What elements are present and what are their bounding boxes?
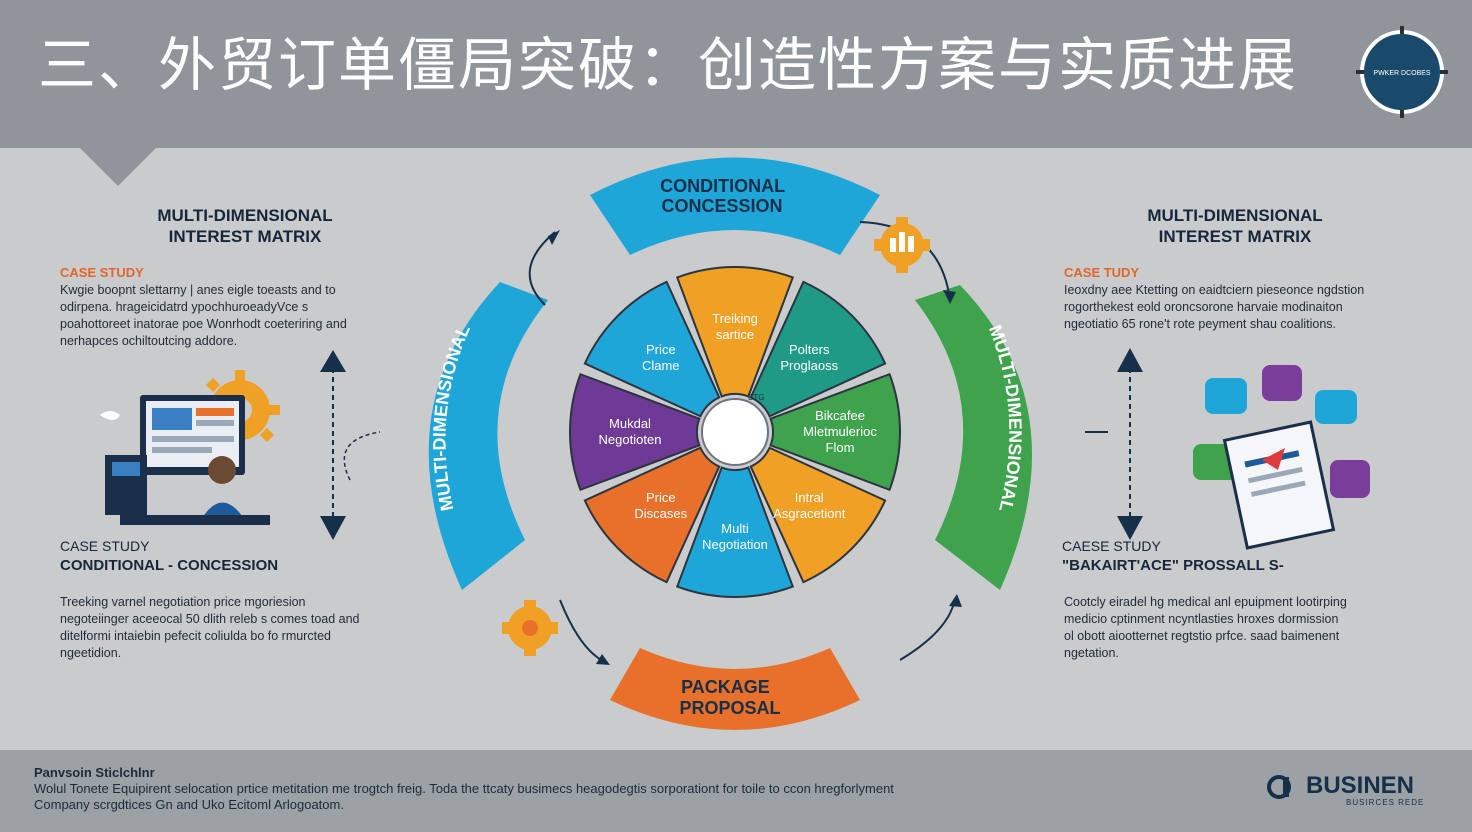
brand-logo-icon [1267, 775, 1291, 799]
footer-band [0, 750, 1472, 832]
footer-line-2: Company scrgdtices Gn and Uko Ecitoml Ar… [34, 797, 344, 812]
footer-title: Panvsoin Sticlchlnr [34, 765, 155, 780]
badge-emblem: PWKER DCOBES [1356, 26, 1448, 118]
brand-subtitle: BUSIRCES REDE [1346, 798, 1425, 807]
right-case2-label: CAESE STUDY [1062, 538, 1161, 554]
top-arc-label-2: CONCESSION [661, 196, 782, 216]
gear-icon [502, 600, 558, 656]
right-case2-text: Cootcly eiradel hg medical anl epuipment… [1064, 595, 1347, 660]
wheel-segment [675, 466, 795, 598]
left-case2-label: CASE STUDY [60, 538, 150, 554]
left-case-text: Kwgie boopnt slettarny | anes eigle toea… [60, 283, 347, 348]
left-arc-label: MULTI-DIMENSIONAL [429, 322, 473, 513]
footer-line-1: Wolul Tonete Equipirent selocation prtic… [34, 781, 894, 796]
puzzle-documents-illustration [1193, 365, 1370, 550]
wheel-segment [675, 266, 795, 398]
hub-label: BTG [748, 393, 764, 402]
right-arc-label: MULTI-DIMENSIONAL [985, 322, 1026, 514]
bottom-arc-label-2: PROPOSAL [679, 698, 780, 718]
right-case-label: CASE TUDY [1064, 265, 1140, 280]
wheel-segment [583, 280, 721, 418]
page-title: 三、外贸订单僵局突破：创造性方案与实质进展 [38, 31, 1299, 99]
connector-arrow-top-right [859, 221, 951, 301]
connector-arrow-bottom-left [559, 599, 606, 663]
badge-text: PWKER DCOBES [1373, 70, 1431, 77]
left-heading: MULTI-DIMENSIONAL INTEREST MATRIX [157, 206, 333, 246]
gear-icon [874, 217, 930, 273]
right-case-text: Ieoxdny aee Ktetting on eaidtciern piese… [1064, 283, 1365, 331]
wheel-segment [749, 446, 887, 584]
left-curved-arrow [343, 431, 381, 481]
top-arc-label-1: CONDITIONAL [660, 176, 785, 196]
left-case2-text: Treeking varnel negotiation price mgorie… [60, 595, 360, 660]
connector-arrow-bottom-right [899, 597, 956, 661]
bottom-arc-package-proposal [610, 648, 860, 730]
right-case2-title: "BAKAIRT'ACE" PROSSALL S- [1062, 557, 1284, 574]
connector-arrow-top-left [528, 231, 556, 306]
header-band: 三、外贸订单僵局突破：创造性方案与实质进展 [0, 0, 1472, 148]
left-case-label: CASE STUDY [60, 265, 144, 280]
left-vertical-arrow [320, 350, 346, 540]
right-vertical-arrow [1117, 348, 1143, 540]
left-case2-title: CONDITIONAL - CONCESSION [60, 557, 279, 574]
bottom-arc-label-1: PACKAGE [681, 677, 770, 697]
computer-worker-illustration [100, 370, 280, 525]
left-arc-multi-dimensional [428, 282, 548, 590]
center-hub [701, 398, 769, 466]
wheel-segment [749, 280, 887, 418]
header-notch [78, 146, 158, 186]
top-arc-conditional-concession [590, 157, 880, 255]
right-heading: MULTI-DIMENSIONAL INTEREST MATRIX [1147, 206, 1323, 246]
brand-name: BUSINEN [1306, 772, 1415, 799]
svg-text:PACKAGE PROPOSAL: PACKAGE PROPOSAL [679, 677, 780, 718]
wheel-segment [569, 372, 701, 492]
wheel-segment [769, 372, 901, 492]
svg-text:CONDITIONAL CONCESSION: CONDITIONAL CONCESSION [660, 176, 790, 216]
wheel-segment [583, 446, 721, 584]
right-arc-multi-dimensional [915, 285, 1032, 590]
